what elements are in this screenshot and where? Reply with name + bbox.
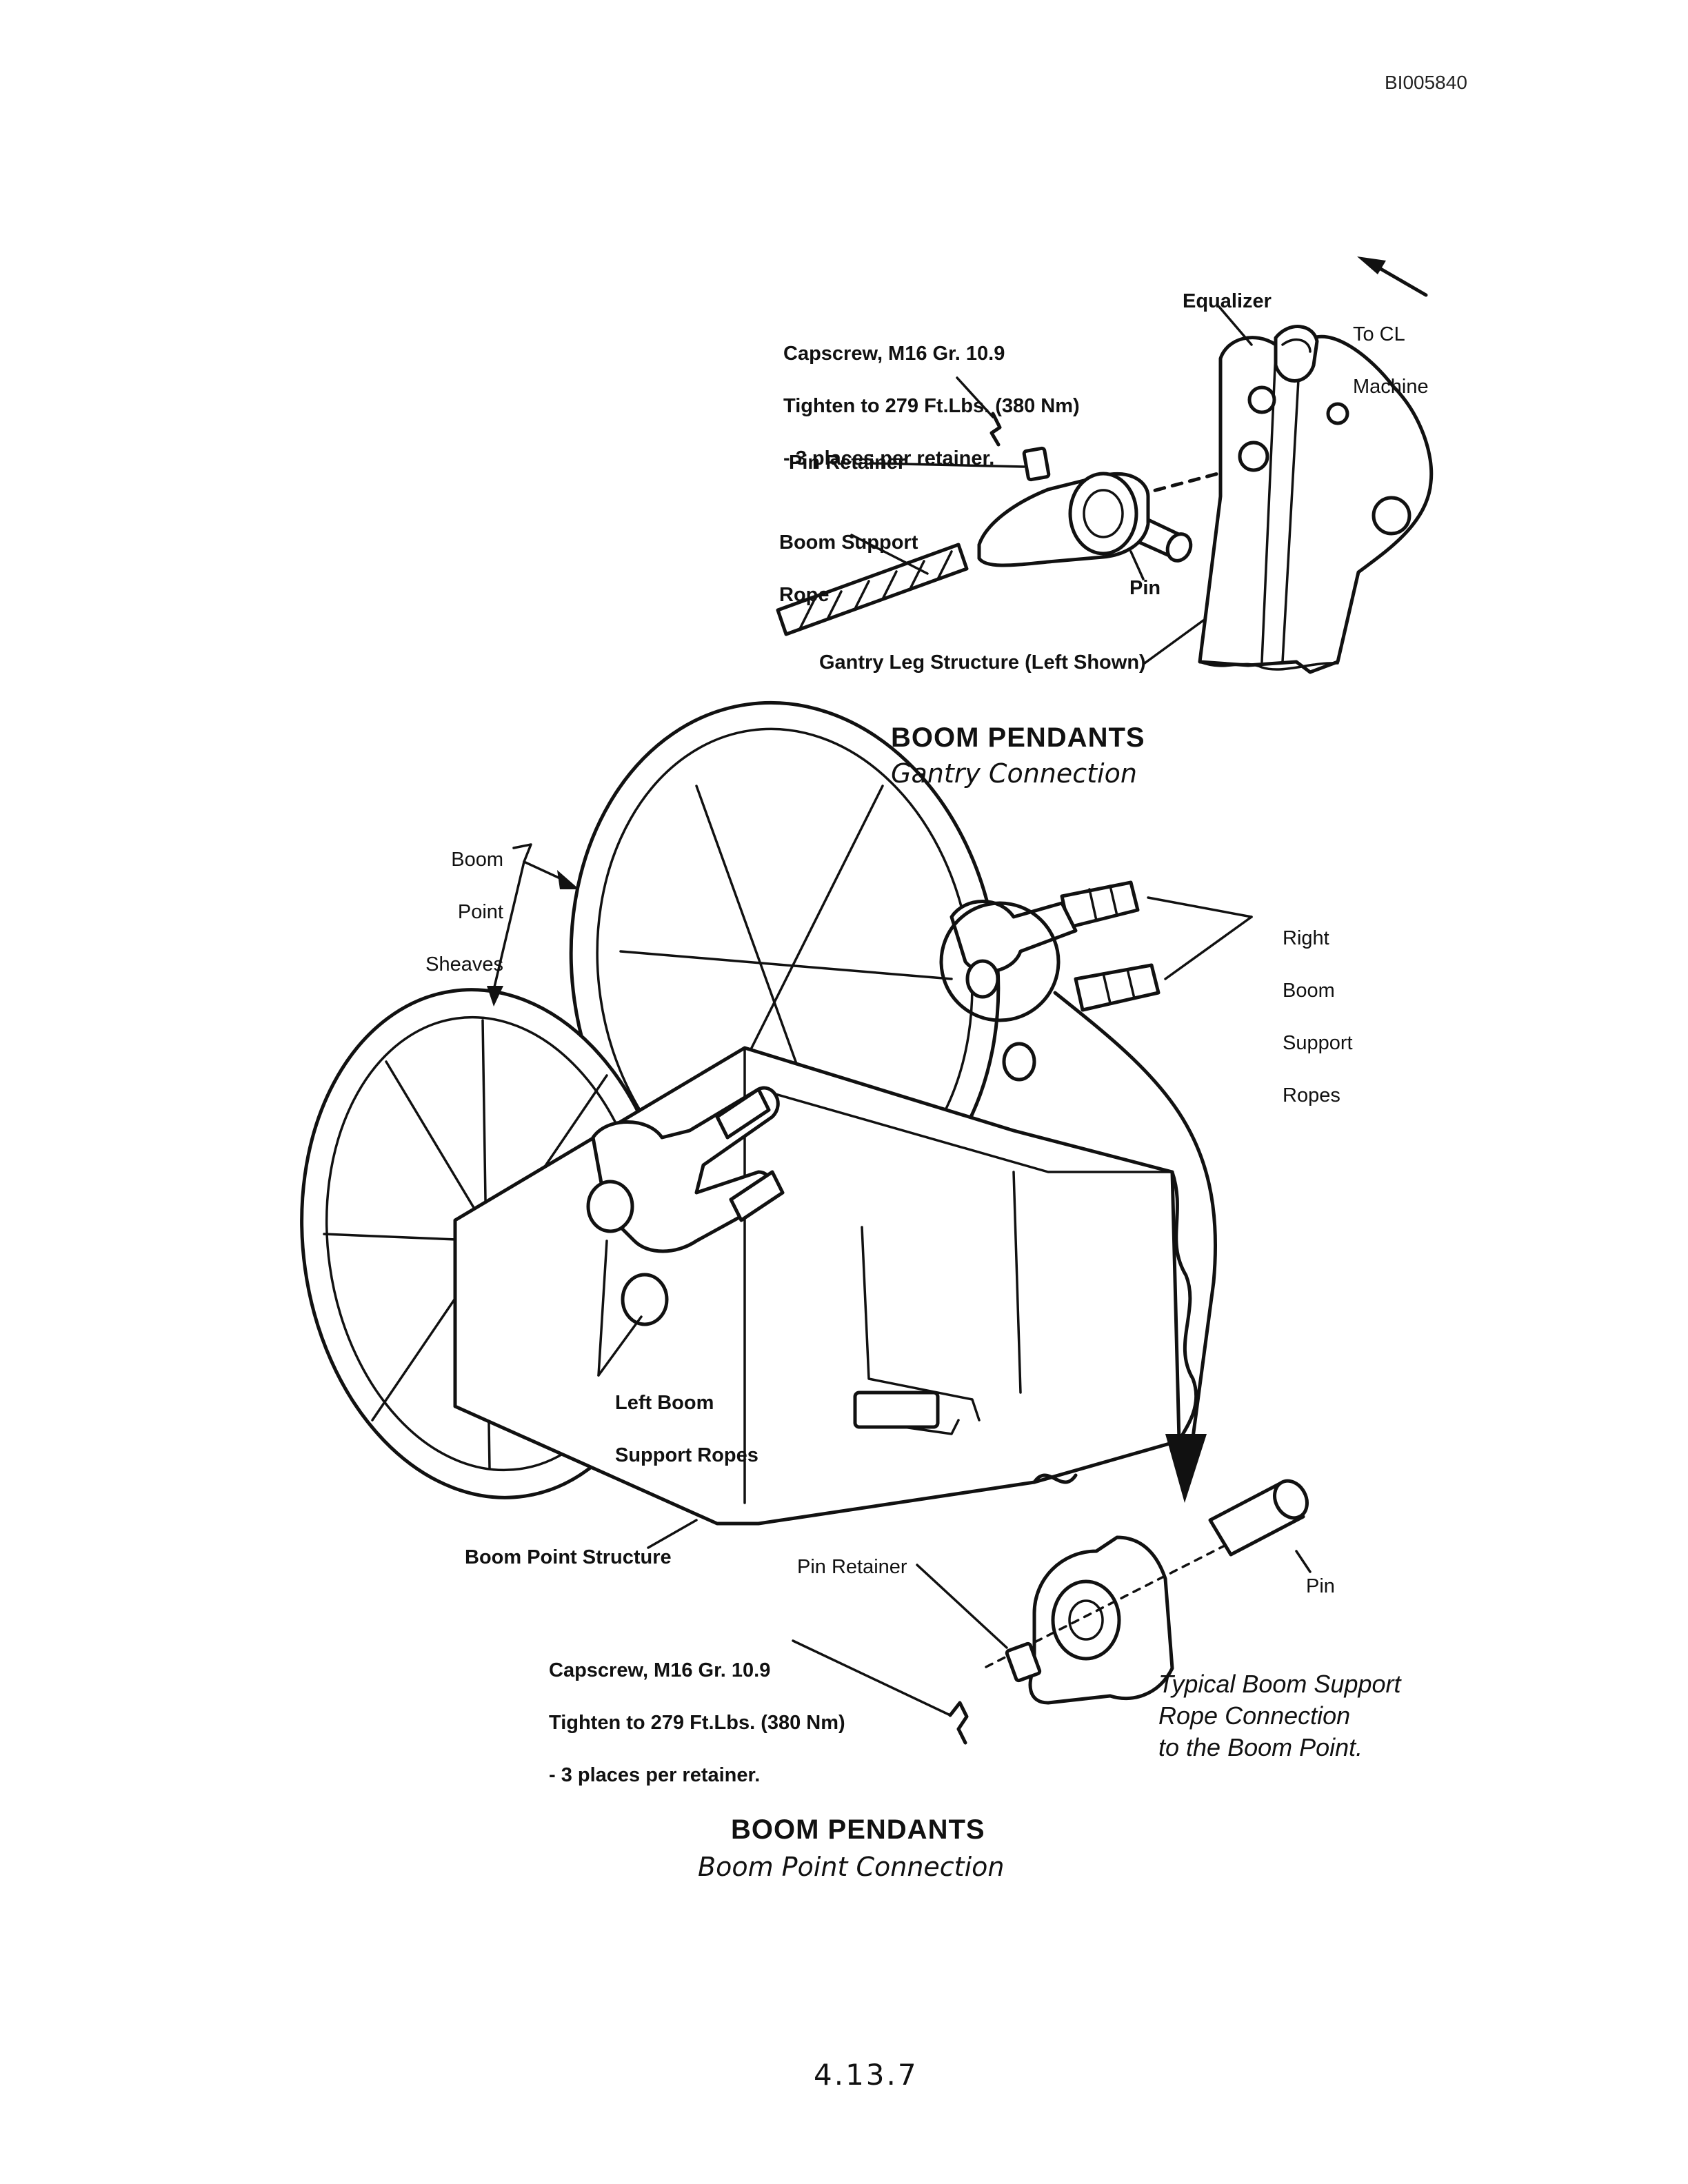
typical-connection-note: Typical Boom Support Rope Connection to … bbox=[1158, 1670, 1401, 1761]
gantry-leg-label: Gantry Leg Structure (Left Shown) bbox=[819, 651, 1146, 674]
gantry-capscrew-label: Capscrew, M16 Gr. 10.9 Tighten to 279 Ft… bbox=[783, 343, 1080, 469]
page-number: 4.13.7 bbox=[814, 2058, 918, 2092]
gantry-connection-drawing bbox=[776, 256, 1434, 674]
boom-pin-label: Pin bbox=[1306, 1575, 1335, 1597]
boom-point-caption-subtitle: Boom Point Connection bbox=[698, 1852, 1005, 1882]
gantry-pin-label: Pin bbox=[1129, 577, 1161, 599]
boom-point-drawing bbox=[300, 700, 1312, 1745]
document-id: BI005840 bbox=[1385, 72, 1467, 93]
boom-capscrew-label: Capscrew, M16 Gr. 10.9 Tighten to 279 Ft… bbox=[549, 1659, 845, 1786]
right-ropes-label: Right Boom Support Ropes bbox=[1283, 927, 1353, 1106]
boom-pin-retainer-label: Pin Retainer bbox=[797, 1556, 907, 1578]
boom-point-sheaves-label: Boom Point Sheaves bbox=[425, 849, 503, 975]
gantry-caption-subtitle: Gantry Connection bbox=[891, 758, 1137, 789]
boom-point-structure-label: Boom Point Structure bbox=[465, 1546, 672, 1568]
to-cl-machine-label: To CL Machine bbox=[1353, 323, 1429, 398]
boom-support-rope-label: Boom Support Rope bbox=[779, 532, 918, 606]
equalizer-label: Equalizer bbox=[1183, 290, 1272, 312]
gantry-pin-retainer-label: Pin Retainer bbox=[789, 452, 906, 474]
left-ropes-label: Left Boom Support Ropes bbox=[615, 1392, 758, 1466]
boom-point-caption-title: BOOM PENDANTS bbox=[731, 1814, 985, 1845]
gantry-caption-title: BOOM PENDANTS bbox=[891, 722, 1145, 753]
